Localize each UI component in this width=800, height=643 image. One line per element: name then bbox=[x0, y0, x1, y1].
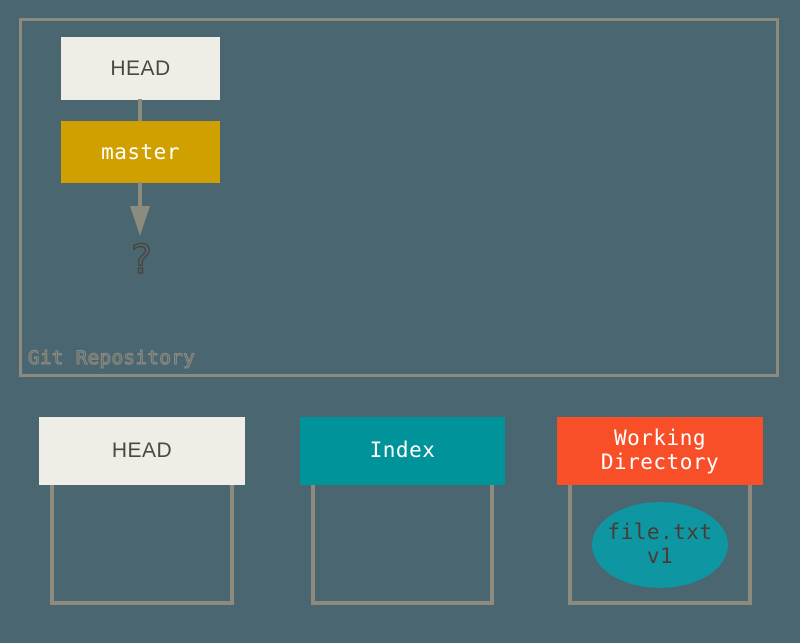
column-index-header-label: Index bbox=[369, 438, 436, 463]
git-repository-label: Git Repository bbox=[27, 347, 196, 369]
column-working-directory: Working Directory file.txt v1 bbox=[557, 417, 763, 605]
file-blob-label: file.txt v1 bbox=[607, 520, 713, 568]
repo-node-master-label: master bbox=[101, 140, 180, 164]
column-head: HEAD bbox=[39, 417, 245, 605]
repo-node-head-label: HEAD bbox=[110, 56, 171, 80]
connector-head-to-master bbox=[138, 99, 142, 122]
unknown-commit-marker: ? bbox=[128, 237, 154, 283]
column-head-header: HEAD bbox=[39, 417, 245, 485]
column-head-body bbox=[50, 485, 234, 605]
column-working-directory-header-label: Working Directory bbox=[600, 426, 720, 474]
git-repository-frame bbox=[19, 18, 779, 377]
column-index: Index bbox=[300, 417, 505, 605]
column-head-header-label: HEAD bbox=[111, 439, 173, 463]
column-working-directory-header: Working Directory bbox=[557, 417, 763, 485]
column-working-directory-body: file.txt v1 bbox=[568, 485, 752, 605]
repo-node-head: HEAD bbox=[61, 37, 220, 100]
column-index-body bbox=[311, 485, 494, 605]
column-index-header: Index bbox=[300, 417, 505, 485]
file-blob-working-directory: file.txt v1 bbox=[592, 502, 728, 588]
repo-node-master: master bbox=[61, 121, 220, 183]
arrow-down-icon bbox=[130, 182, 150, 236]
